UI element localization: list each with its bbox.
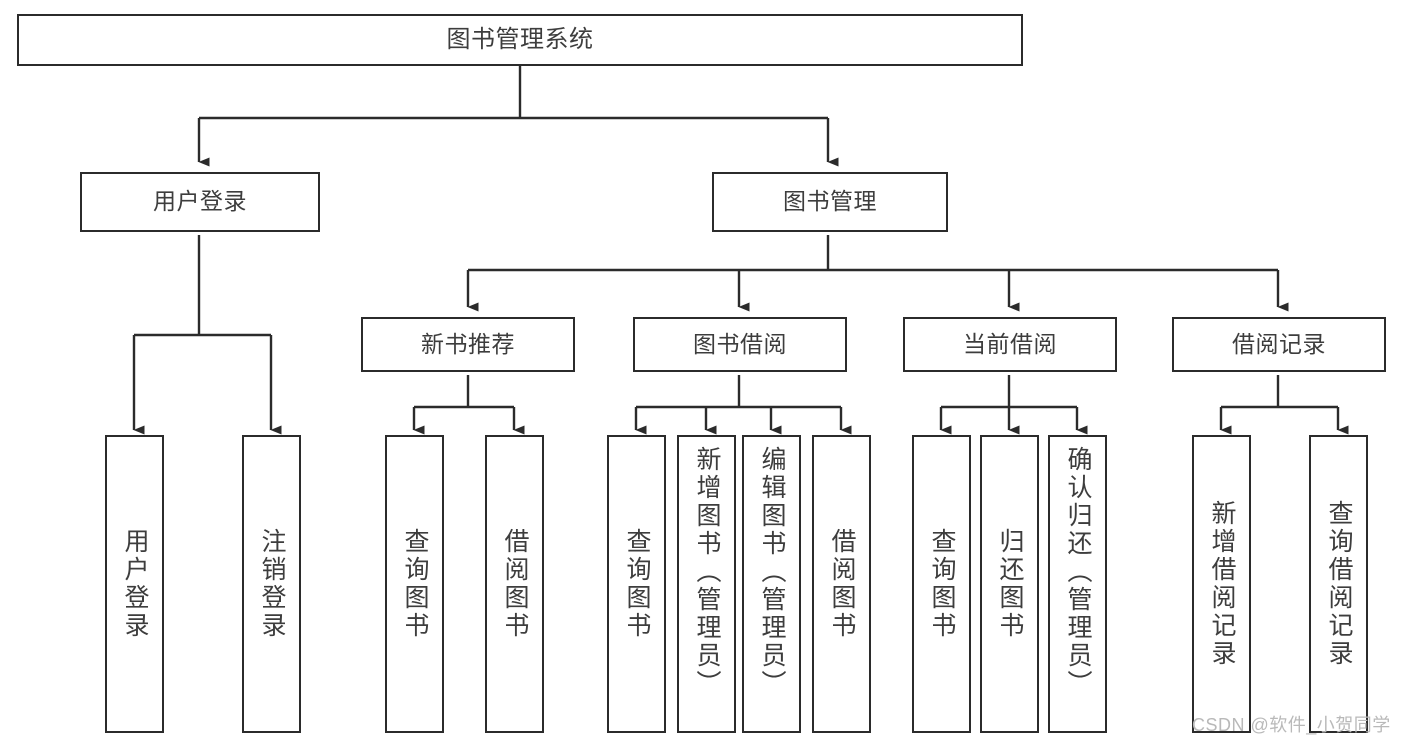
node-label: 注销登录 — [258, 528, 286, 640]
leaf-borrow-book[interactable]: 借阅图书 — [812, 435, 871, 733]
leaf-return-book[interactable]: 归还图书 — [980, 435, 1039, 733]
node-label: 当前借阅 — [963, 330, 1057, 357]
leaf-borrow-book-recommend[interactable]: 借阅图书 — [485, 435, 544, 733]
node-label: 借阅图书 — [501, 528, 529, 640]
node-label: 查询借阅记录 — [1325, 500, 1353, 668]
node-label: 新书推荐 — [421, 330, 515, 357]
node-root-library-management-system[interactable]: 图书管理系统 — [17, 14, 1023, 66]
leaf-query-book-current[interactable]: 查询图书 — [912, 435, 971, 733]
node-label: 图书管理系统 — [446, 25, 594, 53]
node-label: 图书借阅 — [693, 330, 787, 357]
leaf-edit-book-admin[interactable]: 编辑图书（管理员） — [742, 435, 801, 733]
node-borrow-record[interactable]: 借阅记录 — [1172, 317, 1386, 372]
node-label: 图书管理 — [783, 188, 877, 215]
node-user-login[interactable]: 用户登录 — [80, 172, 320, 232]
node-label: 新增借阅记录 — [1208, 500, 1236, 668]
leaf-add-borrow-record[interactable]: 新增借阅记录 — [1192, 435, 1251, 733]
node-label: 用户登录 — [153, 188, 247, 215]
node-new-book-recommend[interactable]: 新书推荐 — [361, 317, 575, 372]
csdn-watermark: CSDN @软件_小贺同学 — [1192, 715, 1391, 735]
node-label: 确认归还（管理员） — [1064, 446, 1092, 698]
leaf-query-book-recommend[interactable]: 查询图书 — [385, 435, 444, 733]
node-book-management[interactable]: 图书管理 — [712, 172, 948, 232]
node-current-borrow[interactable]: 当前借阅 — [903, 317, 1117, 372]
leaf-add-book-admin[interactable]: 新增图书（管理员） — [677, 435, 736, 733]
leaf-logout[interactable]: 注销登录 — [242, 435, 301, 733]
node-label: 用户登录 — [121, 528, 149, 640]
node-label: 借阅记录 — [1232, 330, 1326, 357]
node-label: 新增图书（管理员） — [693, 446, 721, 698]
node-label: 查询图书 — [401, 528, 429, 640]
node-label: 查询图书 — [928, 528, 956, 640]
node-label: 查询图书 — [623, 528, 651, 640]
node-book-borrow[interactable]: 图书借阅 — [633, 317, 847, 372]
node-label: 编辑图书（管理员） — [758, 446, 786, 698]
leaf-query-borrow-record[interactable]: 查询借阅记录 — [1309, 435, 1368, 733]
node-label: 借阅图书 — [828, 528, 856, 640]
leaf-user-login[interactable]: 用户登录 — [105, 435, 164, 733]
leaf-query-book-borrow[interactable]: 查询图书 — [607, 435, 666, 733]
node-label: 归还图书 — [996, 528, 1024, 640]
leaf-confirm-return-admin[interactable]: 确认归还（管理员） — [1048, 435, 1107, 733]
